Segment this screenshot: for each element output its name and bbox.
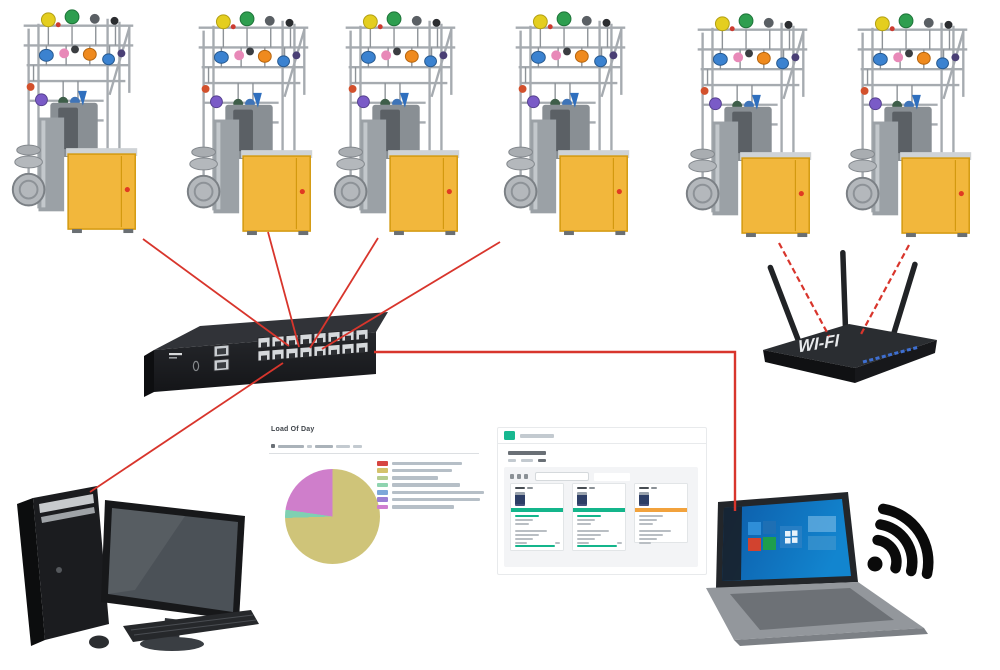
wireless-router[interactable]: WI-FI (757, 244, 945, 396)
laptop-keys (730, 588, 894, 630)
pie-dashboard-toolbar (271, 444, 362, 448)
status-bar (511, 508, 563, 512)
knitting-machine-illustration (685, 13, 812, 238)
legend-swatch (377, 497, 388, 502)
text-input[interactable] (594, 472, 630, 481)
laptop[interactable] (700, 486, 948, 652)
status-bar (635, 508, 687, 512)
legend-text-skeleton (392, 497, 480, 502)
legend-text-skeleton (392, 483, 460, 487)
legend-row (377, 490, 484, 495)
legend-swatch (377, 475, 388, 481)
cards-toolbar (510, 472, 630, 481)
mouse (89, 635, 109, 649)
legend-row (377, 461, 484, 466)
keyboard (123, 610, 259, 642)
drive-bay-2 (41, 507, 95, 523)
machine-3[interactable] (330, 6, 465, 238)
cards-dashboard-panel[interactable] (497, 427, 707, 575)
wifi-dot (867, 556, 883, 572)
pie-legend (377, 461, 484, 512)
windows-tiles (748, 516, 836, 551)
start-menu (722, 506, 742, 581)
list-view-icon[interactable] (517, 474, 521, 479)
app-title-skeleton (520, 434, 554, 438)
machine-card[interactable] (634, 483, 688, 544)
status-bar (573, 508, 625, 512)
breadcrumb-skeleton (508, 459, 546, 462)
machine-4[interactable] (500, 6, 635, 238)
app-logo (504, 431, 515, 440)
machine-1[interactable] (8, 4, 143, 236)
page-title-skeleton (508, 451, 546, 455)
screen-glare (108, 508, 185, 594)
desktop-pc[interactable] (5, 472, 261, 662)
legend-row (377, 468, 484, 473)
legend-text-skeleton (392, 476, 438, 480)
switch-logo (169, 353, 182, 359)
legend-swatch (377, 468, 388, 473)
grid-view-icon[interactable] (510, 474, 514, 479)
machine-card[interactable] (572, 483, 626, 551)
router-front-left (763, 350, 855, 383)
machine-card-list (510, 483, 688, 551)
pie-dashboard-title: Load Of Day (271, 426, 315, 433)
legend-text-skeleton (392, 505, 454, 509)
card-progress-line (515, 545, 555, 547)
knitting-machine-illustration (333, 11, 460, 236)
wifi-icon (872, 503, 934, 580)
legend-swatch (377, 504, 388, 510)
tower-front (33, 486, 109, 640)
legend-text-skeleton (392, 461, 462, 465)
legend-swatch (377, 461, 388, 466)
machine-6[interactable] (842, 8, 977, 240)
machine-thumbnail (639, 492, 649, 506)
router-front-right (855, 340, 937, 383)
tower-side (17, 498, 45, 646)
pie-chart (285, 469, 380, 564)
divider (269, 453, 479, 454)
machine-2[interactable] (183, 6, 318, 238)
laptop-front-edge (734, 628, 928, 646)
knitting-machine-illustration (845, 13, 972, 238)
knitting-machine-illustration (503, 11, 630, 236)
machine-card[interactable] (510, 483, 564, 551)
header-divider (498, 443, 706, 444)
legend-row (377, 482, 484, 488)
drive-bay (39, 494, 94, 513)
filter-icon[interactable] (524, 474, 528, 479)
monitor-screen (108, 508, 238, 612)
machine-5[interactable] (682, 8, 817, 240)
machine-thumbnail (577, 492, 587, 506)
legend-text-skeleton (392, 490, 484, 495)
card-progress-line (577, 545, 617, 547)
ethernet-switch[interactable] (140, 300, 392, 400)
legend-swatch (377, 490, 388, 495)
legend-text-skeleton (392, 468, 452, 473)
power-button (56, 567, 62, 573)
legend-swatch (377, 482, 388, 488)
monitor-base (140, 637, 204, 651)
legend-row (377, 475, 484, 481)
knitting-machine-illustration (11, 9, 138, 234)
search-input[interactable] (535, 472, 589, 481)
machine-thumbnail (515, 492, 525, 506)
switch-side (144, 350, 154, 397)
pie-dashboard-panel[interactable]: Load Of Day (263, 418, 487, 578)
router-led-strip (862, 345, 920, 364)
legend-row (377, 497, 484, 502)
cards-area (504, 467, 698, 567)
legend-row (377, 504, 484, 510)
knitting-machine-illustration (186, 11, 313, 236)
